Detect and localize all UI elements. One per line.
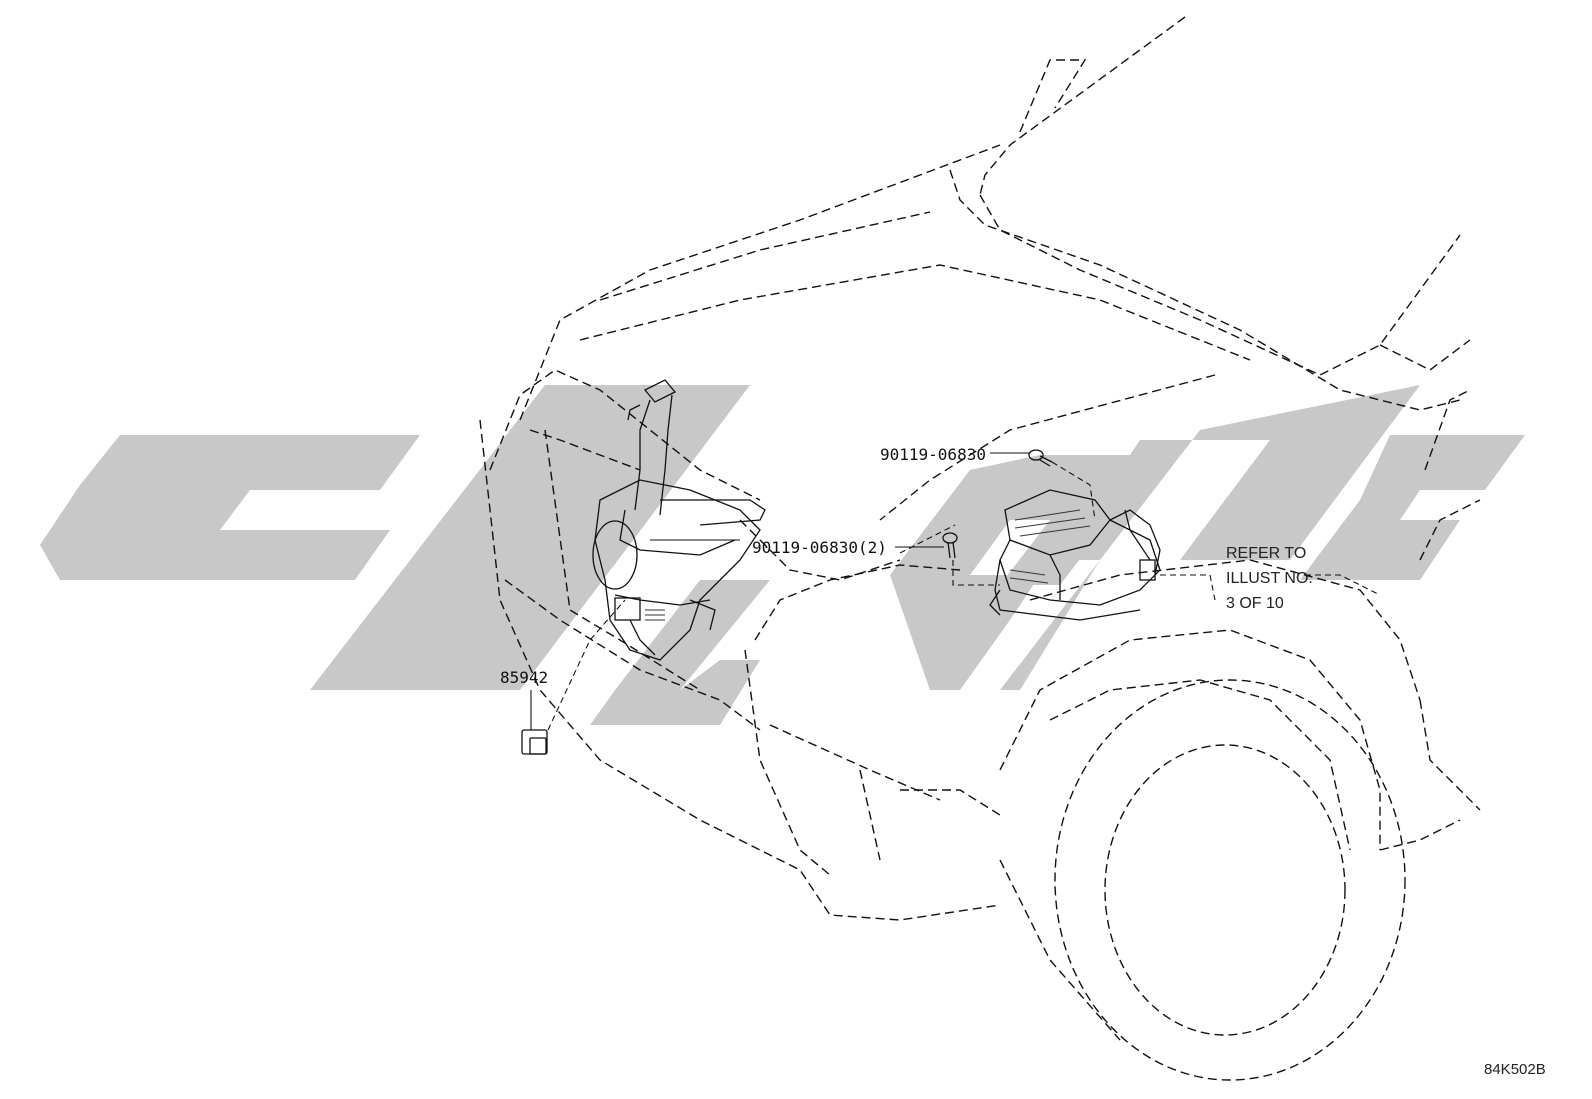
label-bolt-upper: 90119-06830 [880, 445, 986, 464]
vehicle-outline [479, 16, 1481, 1081]
labels: 90119-06830 90119-06830(2) 85942 REFER T… [500, 445, 1546, 1078]
watermark-shape-1 [40, 435, 420, 580]
plug-85942 [521, 729, 548, 755]
label-bolt-lower: 90119-06830(2) [752, 538, 887, 557]
label-plug-85942: 85942 [500, 668, 548, 687]
label-refer-line2: ILLUST NO. [1226, 570, 1313, 587]
washer-tank-assembly [592, 379, 766, 661]
watermark-shape-3 [590, 580, 770, 725]
figure-code: 84K502B [1484, 1061, 1546, 1078]
label-refer-line3: 3 OF 10 [1226, 595, 1284, 612]
label-refer-line1: REFER TO [1226, 545, 1306, 562]
watermark-shape-6 [1300, 435, 1525, 580]
bolt-upper [1028, 449, 1053, 467]
watermark-shape-5 [1000, 385, 1420, 690]
leader-lines [530, 452, 1381, 731]
relay-box [989, 489, 1161, 621]
bolt-lower [942, 532, 958, 559]
